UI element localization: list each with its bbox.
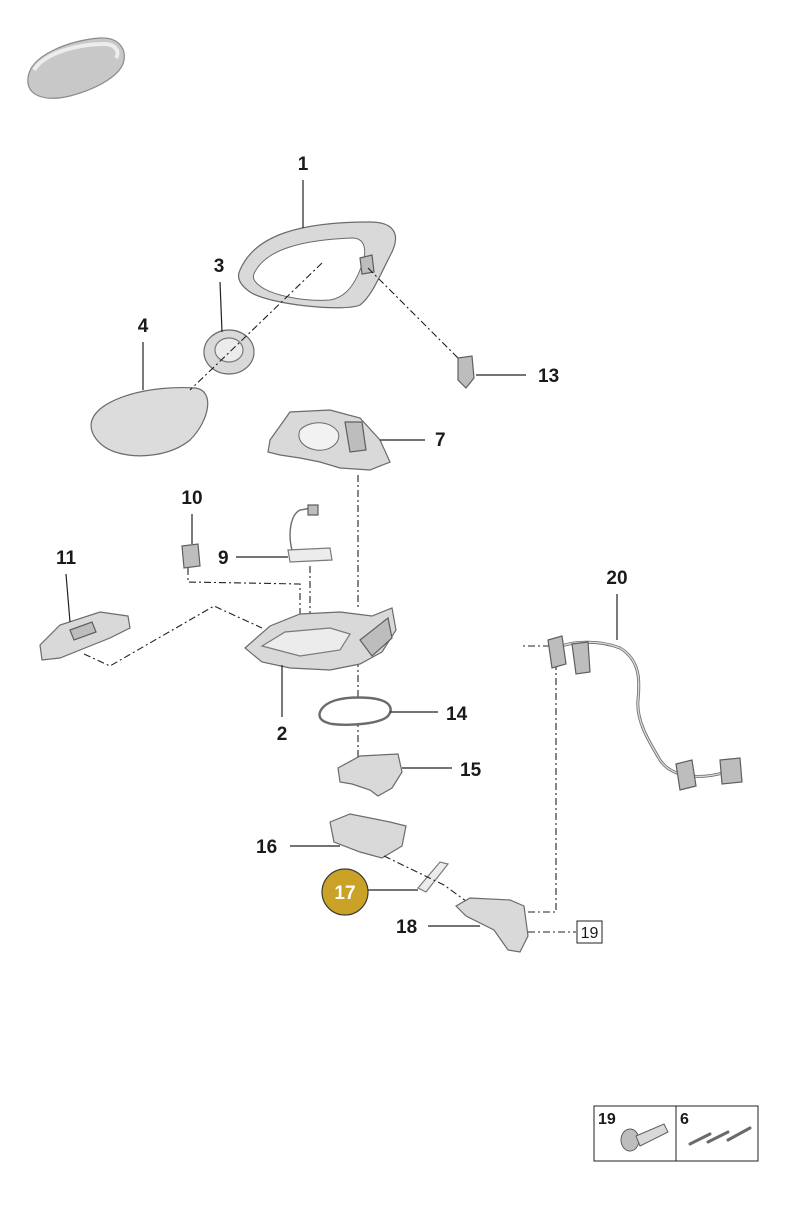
part-clip-strip[interactable] xyxy=(417,861,450,893)
part-wiring-harness[interactable] xyxy=(547,635,743,791)
mirror-thumbnail-icon[interactable] xyxy=(27,37,125,99)
callout-17[interactable]: 17 xyxy=(334,883,355,904)
part-lower-housing[interactable] xyxy=(244,607,397,671)
callout-11[interactable]: 11 xyxy=(56,548,77,569)
callout-3[interactable]: 3 xyxy=(214,256,225,277)
callout-20[interactable]: 20 xyxy=(606,568,627,589)
boxed-reference-label: 19 xyxy=(581,925,599,942)
legend-label-left: 19 xyxy=(598,1111,616,1128)
part-seal-gasket[interactable] xyxy=(318,696,392,726)
callout-15[interactable]: 15 xyxy=(460,760,482,781)
callout-10[interactable]: 10 xyxy=(181,488,202,509)
legend-label-right: 6 xyxy=(680,1111,689,1128)
callout-9[interactable]: 9 xyxy=(218,548,229,569)
callout-17-highlight[interactable]: 17 xyxy=(321,868,369,916)
part-mirror-housing[interactable] xyxy=(237,221,397,309)
part-adjustment-motor[interactable] xyxy=(203,329,255,375)
callout-7[interactable]: 7 xyxy=(435,430,446,451)
bolt-icon xyxy=(620,1123,669,1152)
part-connector-small[interactable] xyxy=(181,543,201,569)
boxed-reference-19[interactable]: 19 xyxy=(576,920,603,944)
part-cover-trim[interactable] xyxy=(329,813,407,859)
callout-13[interactable]: 13 xyxy=(538,366,559,387)
part-mounting-bracket[interactable] xyxy=(39,611,131,661)
part-mirror-base-frame[interactable] xyxy=(267,409,391,471)
part-light-module[interactable] xyxy=(287,504,333,563)
callout-1[interactable]: 1 xyxy=(298,154,309,175)
hardware-legend: 19 6 xyxy=(593,1105,759,1162)
part-mounting-foot[interactable] xyxy=(455,897,529,953)
callout-16[interactable]: 16 xyxy=(256,837,277,858)
screw-icon xyxy=(688,1126,752,1146)
callout-18[interactable]: 18 xyxy=(396,917,417,938)
callout-4[interactable]: 4 xyxy=(138,316,149,337)
part-mirror-glass[interactable] xyxy=(90,386,209,457)
callout-14[interactable]: 14 xyxy=(446,704,468,725)
callout-2[interactable]: 2 xyxy=(277,724,288,745)
part-cap-clip[interactable] xyxy=(457,355,475,389)
part-lower-cover[interactable] xyxy=(337,753,403,797)
